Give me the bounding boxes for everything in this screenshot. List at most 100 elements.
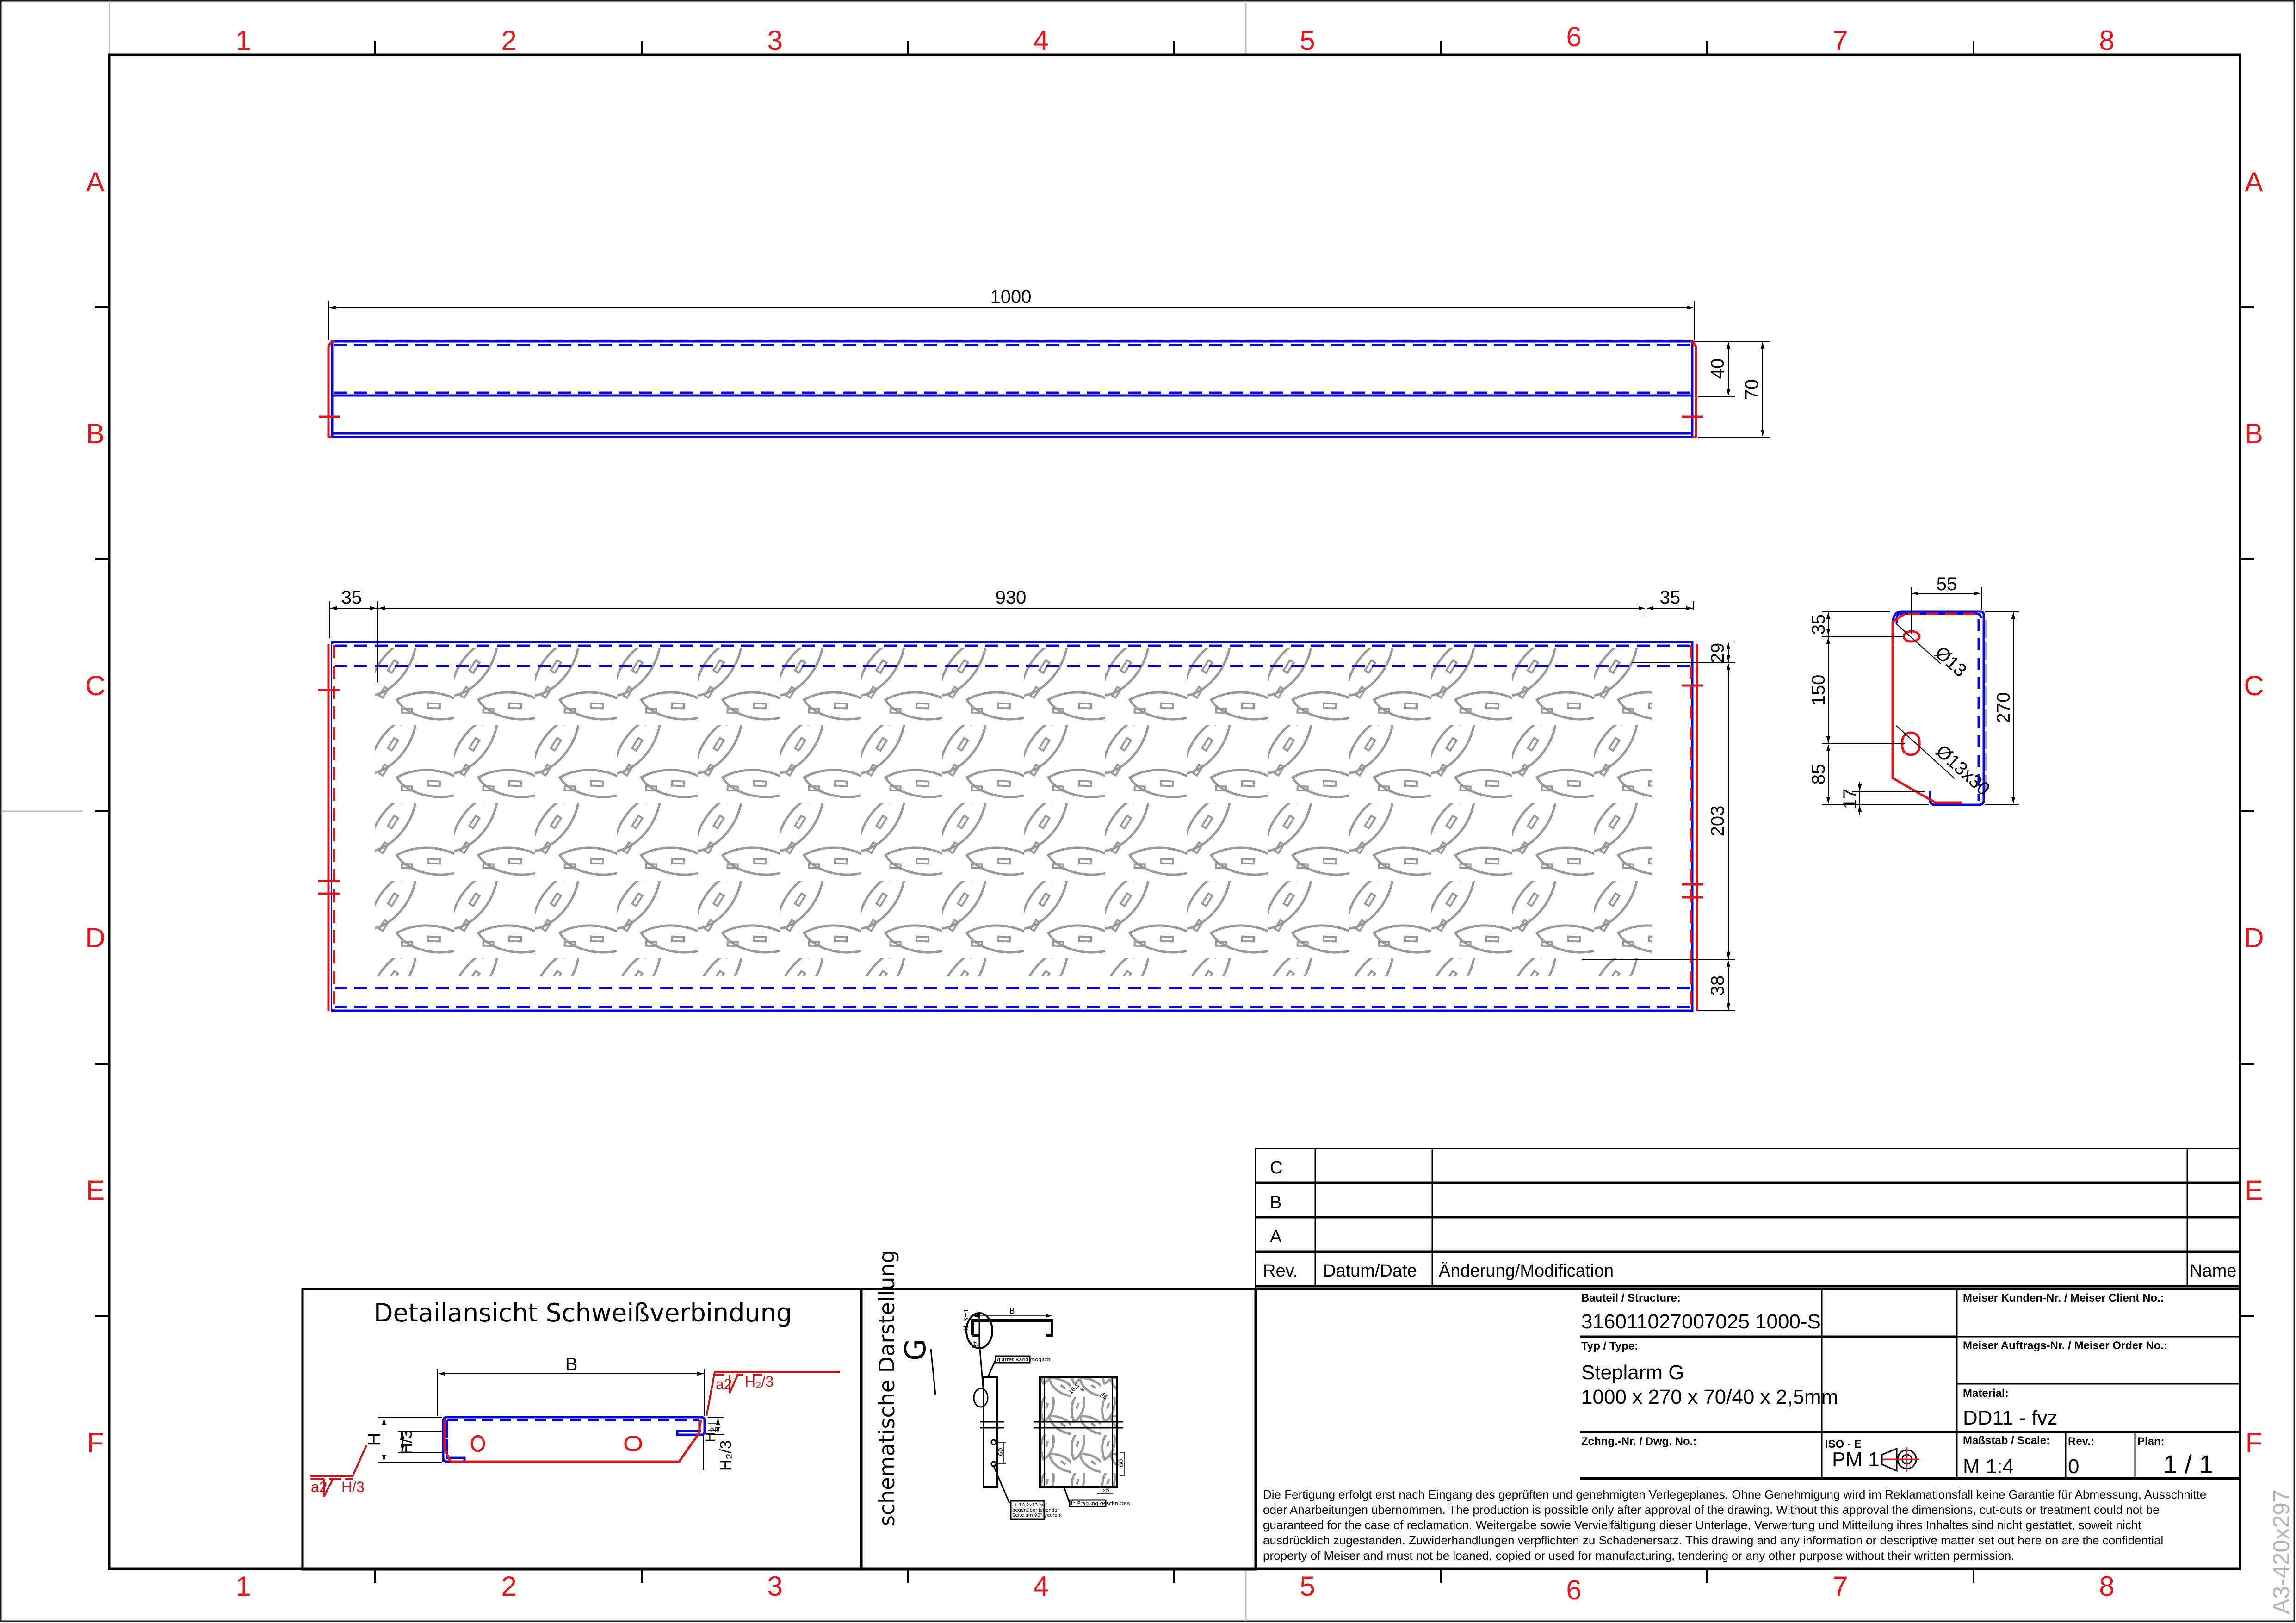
dim-top-band-29: 29: [1708, 643, 1728, 664]
weld-dim-h: H: [364, 1433, 384, 1446]
svg-text:3: 3: [767, 25, 782, 56]
plan-label: Plan:: [2137, 1435, 2165, 1448]
callout-holes-line1: LL 10,2x13 auf: [1012, 1503, 1047, 1508]
revision-header-name: Name: [2190, 1261, 2236, 1281]
dim-lip-17: 17: [1840, 789, 1860, 809]
weld-left-size: a2: [311, 1479, 328, 1495]
top-view: 1000 40 70: [319, 287, 1770, 438]
weld-detail-panel: Detailansicht Schweißverbindung a2 H/3 a…: [301, 1288, 863, 1571]
dim-pattern-930: 930: [996, 587, 1027, 608]
revision-row-c-rev: C: [1270, 1158, 1282, 1178]
plan-value: 1 / 1: [2163, 1450, 2214, 1479]
svg-text:3: 3: [767, 1571, 782, 1602]
revision-header-modification: Änderung/Modification: [1439, 1261, 1614, 1281]
rev-label: Rev.:: [2068, 1435, 2094, 1448]
frame-row-labels-left: A B C D E F: [85, 167, 105, 1458]
svg-text:4: 4: [1033, 25, 1048, 56]
dim-offset-35: 35: [1808, 614, 1829, 635]
dim-height-70: 70: [1742, 379, 1762, 400]
disclaimer-line-2: oder Anarbeitungen übernommen. The produ…: [1263, 1503, 2160, 1517]
svg-text:5: 5: [1300, 1571, 1315, 1602]
svg-text:C: C: [2244, 670, 2264, 701]
revision-header-date: Datum/Date: [1323, 1261, 1417, 1281]
svg-text:60: 60: [997, 1448, 1005, 1456]
revision-row-b-rev: B: [1270, 1193, 1281, 1212]
weld-right-length: H₂/3: [745, 1373, 774, 1390]
svg-text:1: 1: [235, 25, 251, 56]
weld-dim-h2: H₂: [703, 1427, 718, 1442]
dim-length-1000: 1000: [990, 287, 1032, 307]
frame-row-labels-right: A B C D E F: [2244, 167, 2264, 1458]
weld-detail-title: Detailansicht Schweißverbindung: [374, 1298, 792, 1327]
scale-value: M 1:4: [1963, 1455, 2014, 1478]
weld-dim-h2-3: H₂/3: [717, 1440, 735, 1471]
callout-edge: glatter Rand möglich: [997, 1357, 1050, 1363]
disclaimer-line-4: ausdrücklich zugestanden. Zuwiderhandlun…: [1263, 1533, 2163, 1547]
dim-margin-left-35: 35: [341, 587, 362, 608]
callout-holes-line2: gegenüberliegender: [1012, 1508, 1059, 1513]
client-no-label: Meiser Kunden-Nr. / Meiser Client No.:: [1963, 1292, 2164, 1304]
callout-cut: in Prägung geschnitten: [1071, 1500, 1130, 1506]
frame-column-ticks: [95, 41, 2254, 1583]
svg-text:tu: tu: [973, 1340, 980, 1348]
dim-height-40: 40: [1708, 358, 1728, 379]
svg-text:B: B: [86, 418, 105, 449]
svg-text:7: 7: [1832, 25, 1848, 56]
svg-text:A: A: [2245, 167, 2263, 197]
svg-text:8: 8: [2099, 1571, 2114, 1602]
projection-value: PM 1: [1832, 1448, 1880, 1471]
projection-label: ISO - E: [1825, 1438, 1862, 1450]
disclaimer-line-3: guaranteed for the case of reclamation. …: [1263, 1518, 2141, 1532]
dim-hole-round: Ø13: [1931, 642, 1971, 681]
svg-text:8: 8: [2099, 25, 2114, 56]
projection-symbol-icon: [1881, 1447, 1919, 1472]
svg-text:B: B: [1009, 1307, 1015, 1316]
revision-table: C B A Rev. Datum/Date Änderung/Modificat…: [1255, 1148, 2241, 1290]
disclaimer-line-1: Die Fertigung erfolgt erst nach Eingang …: [1263, 1487, 2206, 1501]
order-no-label: Meiser Auftrags-Nr. / Meiser Order No.:: [1963, 1339, 2167, 1352]
svg-text:H: H: [963, 1325, 970, 1330]
weld-left-length: H/3: [341, 1479, 365, 1495]
svg-text:B: B: [2245, 418, 2263, 449]
frame-column-labels-bottom: 1 2 3 4 5 6 7 8: [235, 1571, 2114, 1605]
svg-text:D: D: [85, 922, 105, 953]
sheet-size-label: A3-420x297: [2268, 1489, 2294, 1614]
side-view: 55 35 150 85 17 270 Ø13 Ø13x30: [1808, 574, 2019, 815]
disclaimer-line-5: property of Meiser and must not be loane…: [1263, 1549, 2014, 1562]
frame-column-labels-top: 1 2 3 4 5 6 7 8: [235, 21, 2114, 56]
svg-text:C: C: [85, 670, 105, 701]
type-line-1: Steplarm G: [1581, 1361, 1684, 1384]
svg-text:7: 7: [1832, 1571, 1848, 1602]
schematic-panel: schematische Darstellung G 60 B H 3±1 tu…: [860, 1250, 1257, 1571]
svg-text:6: 6: [1566, 21, 1581, 52]
svg-text:A: A: [86, 167, 105, 197]
dim-bottom-band-38: 38: [1708, 975, 1728, 996]
svg-text:D: D: [2244, 922, 2264, 953]
type-line-2: 1000 x 270 x 70/40 x 2,5mm: [1581, 1386, 1838, 1408]
svg-text:5: 5: [1300, 25, 1315, 56]
dim-depth-270: 270: [1993, 692, 2014, 723]
callout-holes-line3: Seite um 90° gedreht: [1012, 1513, 1062, 1518]
weld-right-size: a2: [716, 1376, 732, 1393]
type-label: Typ / Type:: [1581, 1340, 1638, 1352]
structure-label: Bauteil / Structure:: [1581, 1292, 1681, 1304]
svg-text:2: 2: [501, 25, 516, 56]
schematic-type-letter: G: [898, 1339, 932, 1361]
dim-margin-right-35: 35: [1660, 587, 1681, 608]
title-block: Bauteil / Structure: 316011027007025 100…: [1254, 1288, 2241, 1570]
svg-text:E: E: [2245, 1175, 2263, 1206]
drawing-no-label: Zchng.-Nr. / Dwg. No.:: [1581, 1435, 1696, 1448]
svg-text:3±1: 3±1: [963, 1309, 970, 1321]
svg-text:E: E: [86, 1175, 105, 1206]
dim-offset-85: 85: [1808, 764, 1829, 785]
front-view: 35 930 35 29 203 38: [318, 587, 1735, 1012]
material-label: Material:: [1963, 1387, 2009, 1400]
dim-spacing-150: 150: [1808, 675, 1829, 706]
svg-text:58: 58: [1101, 1487, 1109, 1494]
weld-dim-b: B: [565, 1354, 578, 1375]
revision-header-rev: Rev.: [1263, 1261, 1298, 1281]
svg-text:F: F: [2246, 1427, 2263, 1458]
svg-text:2: 2: [501, 1571, 516, 1602]
svg-text:1: 1: [235, 1571, 251, 1602]
